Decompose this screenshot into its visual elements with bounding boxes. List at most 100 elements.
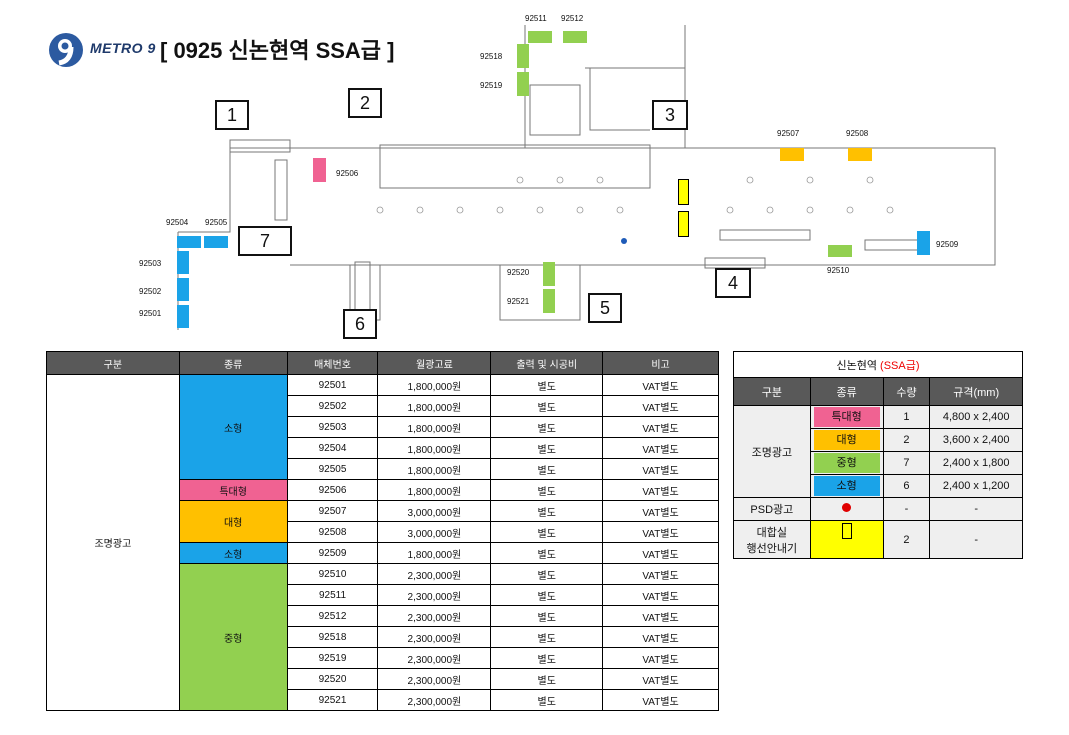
note-cell: VAT별도 [602, 395, 719, 417]
area-number-3: 3 [652, 100, 688, 130]
ad-label-92503: 92503 [139, 259, 162, 268]
guide-label-line1: 대합실 [756, 526, 788, 539]
ad-cell-92519[interactable] [517, 72, 529, 96]
type-cell: 특대형 [178, 479, 288, 501]
ad-cell-92520[interactable] [543, 262, 555, 286]
ad-cell-92507[interactable] [780, 148, 804, 161]
ad-cell-92510[interactable] [828, 245, 852, 257]
production-cost-cell: 별도 [490, 584, 604, 606]
production-cost-cell: 별도 [490, 605, 604, 627]
media-number-cell: 92510 [286, 563, 379, 585]
ad-label-92502: 92502 [139, 287, 162, 296]
ad-cell-92511[interactable] [528, 31, 552, 43]
type-swatch: 대형 [813, 430, 880, 450]
note-cell: VAT별도 [602, 563, 719, 585]
monthly-fee-cell: 1,800,000원 [377, 479, 492, 501]
note-cell: VAT별도 [602, 542, 719, 564]
ad-label-92504: 92504 [166, 218, 189, 227]
spec-qty: 1 [882, 405, 931, 429]
station-map: 92501 92502 92503 92504 92505 92506 9250… [130, 0, 1030, 340]
note-cell: VAT별도 [602, 437, 719, 459]
note-cell: VAT별도 [602, 668, 719, 690]
media-number-cell: 92507 [286, 500, 379, 522]
spec-col-header: 규격(mm) [929, 377, 1023, 406]
spec-qty: 6 [882, 474, 931, 498]
production-cost-cell: 별도 [490, 395, 604, 417]
ad-cell-92503[interactable] [177, 251, 189, 274]
psd-marker [621, 238, 627, 244]
production-cost-cell: 별도 [490, 668, 604, 690]
ad-cell-92509[interactable] [917, 231, 930, 255]
production-cost-cell: 별도 [490, 500, 604, 522]
monthly-fee-cell: 1,800,000원 [377, 395, 492, 417]
monthly-fee-cell: 2,300,000원 [377, 584, 492, 606]
ad-label-92519: 92519 [480, 81, 503, 90]
media-number-cell: 92521 [286, 689, 379, 711]
spec-category: 대합실 행선안내기 [733, 520, 811, 559]
monthly-fee-cell: 1,800,000원 [377, 416, 492, 438]
media-number-cell: 92503 [286, 416, 379, 438]
note-cell: VAT별도 [602, 689, 719, 711]
spec-qty: 2 [882, 520, 931, 559]
monthly-fee-cell: 3,000,000원 [377, 521, 492, 543]
production-cost-cell: 별도 [490, 626, 604, 648]
col-header: 출력 및 시공비 [490, 351, 604, 375]
spec-row: 대형 2 3,600 x 2,400 [734, 428, 1023, 452]
spec-type: 소형 [809, 474, 884, 498]
ad-cell-92505[interactable] [204, 236, 228, 248]
media-number-cell: 92511 [286, 584, 379, 606]
area-number-5: 5 [588, 293, 622, 323]
spec-row: 중형 7 2,400 x 1,800 [734, 451, 1023, 475]
ad-cell-92504[interactable] [177, 236, 201, 248]
media-number-cell: 92512 [286, 605, 379, 627]
spec-table: 신논현역 (SSA급) 구분 종류 수량 규격(mm) 조명광고 특대형 1 4… [733, 351, 1023, 559]
media-number-cell: 92506 [286, 479, 379, 501]
guide-sign-1[interactable] [678, 179, 689, 205]
production-cost-cell: 별도 [490, 416, 604, 438]
ad-cell-92512[interactable] [563, 31, 587, 43]
spec-title-grade: (SSA급) [880, 359, 920, 372]
production-cost-cell: 별도 [490, 374, 604, 396]
monthly-fee-cell: 2,300,000원 [377, 626, 492, 648]
note-cell: VAT별도 [602, 521, 719, 543]
spec-row: 조명광고 특대형 1 4,800 x 2,400 [733, 405, 1023, 498]
type-cell: 소형 [178, 374, 288, 480]
media-number-cell: 92520 [286, 668, 379, 690]
production-cost-cell: 별도 [490, 689, 604, 711]
ad-cell-92518[interactable] [517, 44, 529, 68]
spec-col-header: 종류 [809, 377, 884, 406]
note-cell: VAT별도 [602, 458, 719, 480]
spec-qty: - [882, 497, 931, 521]
col-header: 매체번호 [286, 351, 379, 375]
area-number-4: 4 [715, 268, 751, 298]
media-number-cell: 92501 [286, 374, 379, 396]
ad-cell-92506[interactable] [313, 158, 326, 182]
ad-cell-92508[interactable] [848, 148, 872, 161]
note-cell: VAT별도 [602, 479, 719, 501]
col-header: 구분 [46, 351, 180, 375]
guide-sign-2[interactable] [678, 211, 689, 237]
spec-category: PSD광고 [733, 497, 811, 521]
monthly-fee-cell: 1,800,000원 [377, 437, 492, 459]
psd-dot-icon [809, 497, 884, 521]
spec-header-row: 구분 종류 수량 규격(mm) [733, 377, 1023, 406]
ad-cell-92501[interactable] [177, 305, 189, 328]
ad-cell-92502[interactable] [177, 278, 189, 301]
ad-label-92505: 92505 [205, 218, 228, 227]
type-cell: 중형 [178, 563, 288, 711]
production-cost-cell: 별도 [490, 647, 604, 669]
monthly-fee-cell: 2,300,000원 [377, 668, 492, 690]
ad-label-92521: 92521 [507, 297, 530, 306]
ad-label-92501: 92501 [139, 309, 162, 318]
area-number-6: 6 [343, 309, 377, 339]
type-swatch: 중형 [813, 453, 880, 473]
ad-label-92512: 92512 [561, 14, 584, 23]
monthly-fee-cell: 2,300,000원 [377, 605, 492, 627]
spec-title-station: 신논현역 [836, 359, 881, 372]
ad-cell-92521[interactable] [543, 289, 555, 313]
spec-row-psd: PSD광고 - - [733, 497, 1023, 521]
